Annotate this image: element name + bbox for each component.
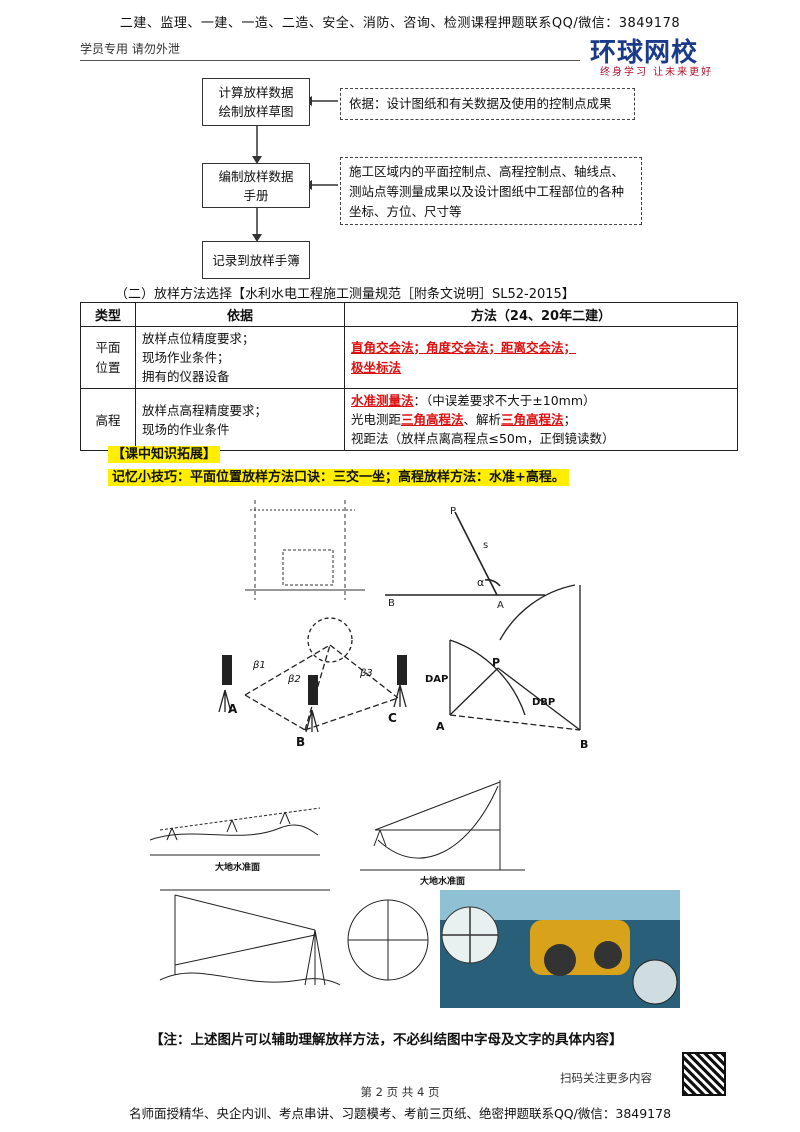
basis-line: 现场的作业条件 — [142, 421, 230, 437]
flow-step-3-label: 记录到放样手簿 — [212, 252, 300, 268]
angle-label-c: C — [388, 711, 397, 725]
flow-note-2-text: 施工区域内的平面控制点、高程控制点、轴线点、测站点等测量成果以及设计图纸中工程部… — [349, 164, 625, 219]
angle-label-a: A — [228, 702, 238, 716]
angle-label-b: B — [296, 735, 305, 749]
angle-label-beta3: β3 — [359, 668, 373, 679]
basis-line: 拥有的仪器设备 — [142, 369, 230, 384]
scan-hint: 扫码关注更多内容 — [560, 1071, 652, 1085]
polar-label-b: B — [388, 598, 395, 609]
method-text: ：（中误差要求不大于±10mm） — [413, 393, 596, 408]
cell-type: 平面 位置 — [80, 326, 136, 389]
method-red: 三角高程法 — [501, 412, 564, 427]
surveyor-c — [397, 655, 407, 685]
memory-tip: 记忆小技巧：平面位置放样方法口诀：三交一坐；高程放样方法：水准+高程。 — [108, 466, 569, 486]
basis-line: 放样点位精度要求； — [142, 331, 255, 346]
flow-step-1: 计算放样数据 绘制放样草图 — [202, 78, 310, 126]
figure-note: 【注：上述图片可以辅助理解放样方法，不必纠结图中字母及文字的具体内容】 — [150, 1032, 623, 1048]
table-row: 高程 放样点高程精度要求； 现场的作业条件 水准测量法：（中误差要求不大于±10… — [80, 388, 738, 451]
page-number: 第 2 页 共 4 页 — [360, 1085, 440, 1099]
method-text: ； — [563, 412, 577, 427]
figure-distance-intersection — [449, 584, 581, 731]
th-method: 方法（24、20年二建） — [344, 302, 738, 327]
cell-basis: 放样点高程精度要求； 现场的作业条件 — [135, 388, 345, 451]
figure-polar — [385, 511, 545, 596]
flow-note-1-text: 依据：设计图纸和有关数据及使用的控制点成果 — [349, 96, 612, 111]
flow-note-1: 依据：设计图纸和有关数据及使用的控制点成果 — [340, 88, 635, 120]
cell-type: 高程 — [80, 388, 136, 451]
logo: 环球网校 — [590, 38, 699, 68]
cell-method: 直角交会法；角度交会法；距离交会法； 极坐标法 — [344, 326, 738, 389]
survey-figures: B A α s P A B C β1 β2 β3 A B P DAP DBP — [149, 500, 680, 1008]
distance-label-dap: DAP — [425, 674, 448, 685]
distance-label-a: A — [436, 720, 445, 733]
knowledge-tag: 【课中知识拓展】 — [108, 443, 221, 463]
method-red: 水准测量法 — [351, 393, 414, 408]
surveyor-b — [308, 675, 318, 705]
flow-step-3: 记录到放样手簿 — [202, 241, 310, 279]
cell-basis: 放样点位精度要求； 现场作业条件； 拥有的仪器设备 — [135, 326, 345, 389]
method-red: 极坐标法 — [351, 359, 402, 375]
method-line-3: 视距法（放样点离高程点≤50m，正倒镜读数） — [351, 431, 615, 446]
qr-code[interactable] — [682, 1052, 726, 1096]
method-red: 直角交会法；角度交会法；距离交会法； — [351, 339, 577, 355]
footer-contact-line: 名师面授精华、央企内训、考点串讲、习题模考、考前三页纸、绝密押题联系QQ/微信：… — [128, 1106, 672, 1121]
polar-label-s: s — [483, 540, 488, 551]
datum-label-left: 大地水准面 — [215, 861, 260, 873]
table-row: 平面 位置 放样点位精度要求； 现场作业条件； 拥有的仪器设备 直角交会法；角度… — [80, 326, 738, 389]
header-contact-line: 二建、监理、一建、一造、二造、安全、消防、咨询、检测课程押题联系QQ/微信：38… — [119, 16, 681, 31]
distance-label-b: B — [580, 738, 588, 751]
figure-leveling — [149, 807, 321, 856]
figure-trig-leveling — [360, 780, 525, 871]
table-header-row: 类型 依据 方法（24、20年二建） — [80, 302, 738, 327]
flow-step-2: 编制放样数据 手册 — [202, 163, 310, 208]
cell-method: 水准测量法：（中误差要求不大于±10mm） 光电测距三角高程法、解析三角高程法；… — [344, 388, 738, 451]
method-line-1: 水准测量法：（中误差要求不大于±10mm） — [351, 391, 731, 410]
th-basis: 依据 — [135, 302, 345, 327]
flow-step-1-label: 计算放样数据 绘制放样草图 — [218, 85, 294, 119]
flow-step-2-label: 编制放样数据 手册 — [218, 168, 294, 203]
angle-label-beta2: β2 — [287, 674, 301, 685]
section-title: （二）放样方法选择【水利水电工程施工测量规范［附条文说明］SL52-2015】 — [115, 287, 575, 302]
angle-label-beta1: β1 — [252, 660, 266, 671]
distance-label-p: P — [492, 656, 500, 669]
basis-line: 现场作业条件； — [142, 350, 230, 365]
header-divider — [80, 60, 580, 61]
flow-note-2: 施工区域内的平面控制点、高程控制点、轴线点、测站点等测量成果以及设计图纸中工程部… — [340, 157, 642, 225]
polar-label-alpha: α — [477, 576, 484, 589]
polar-label-a: A — [497, 600, 504, 611]
basis-line: 放样点高程精度要求； — [142, 402, 268, 418]
instrument-photo — [440, 890, 680, 1008]
header-student-only: 学员专用 请勿外泄 — [80, 42, 180, 56]
datum-label-right: 大地水准面 — [420, 875, 465, 887]
method-red: 三角高程法 — [401, 412, 464, 427]
method-text: 、解析 — [463, 412, 502, 427]
logo-slogan: 终身学习 让未来更好 — [600, 67, 714, 78]
distance-label-dbp: DBP — [532, 697, 555, 708]
figure-angle-intersection — [218, 617, 407, 733]
figure-level-sight — [159, 889, 429, 986]
polar-label-p: P — [450, 506, 456, 517]
th-type: 类型 — [80, 302, 136, 327]
methods-table: 类型 依据 方法（24、20年二建） 平面 位置 放样点位精度要求； 现场作业条… — [80, 302, 738, 451]
surveyor-a — [222, 655, 232, 685]
method-line-2: 光电测距三角高程法、解析三角高程法； — [351, 410, 731, 429]
flowchart-connectors — [252, 96, 338, 242]
figure-right-angle — [245, 500, 365, 600]
method-text: 光电测距 — [351, 412, 402, 427]
